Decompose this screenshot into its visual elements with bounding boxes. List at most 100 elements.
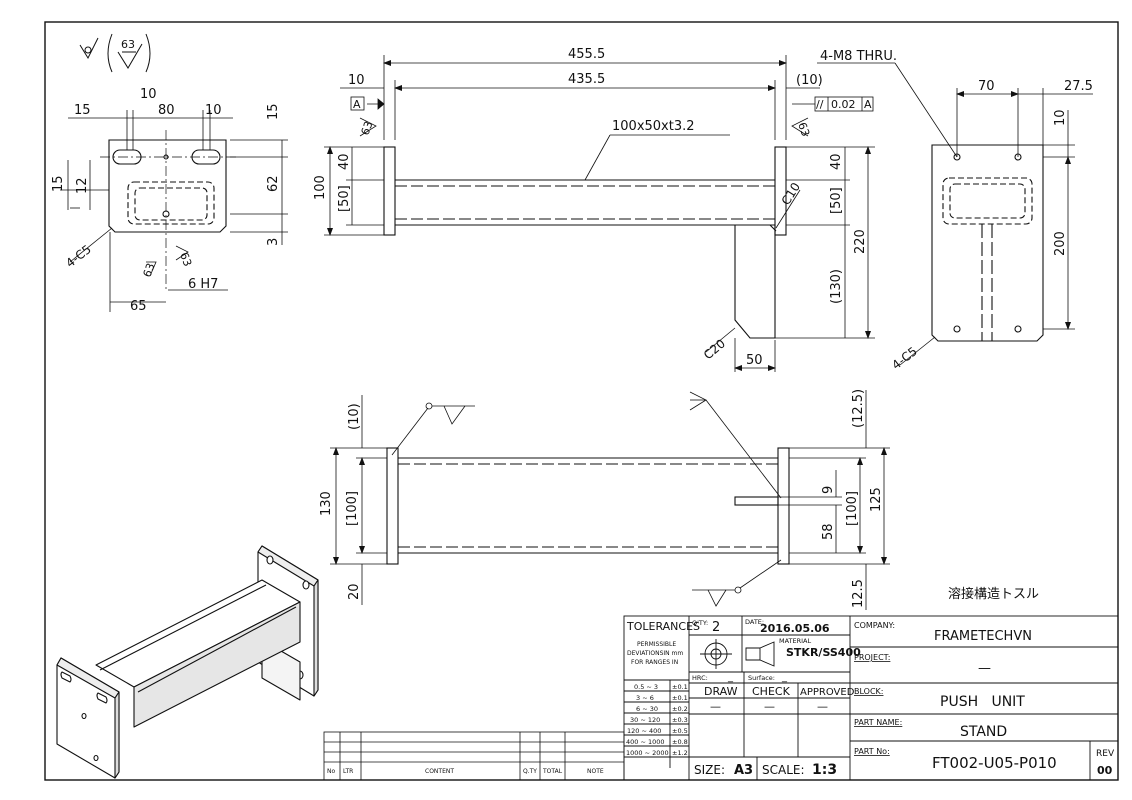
top-dim-130: 130: [319, 491, 334, 516]
tolerances-title: TOLERANCES: [626, 620, 700, 633]
side-dim-50-bottom: 50: [746, 353, 763, 368]
qty-label: Q'TY:: [692, 619, 708, 627]
front-dim-65: 65: [130, 299, 147, 314]
revision-table: [323, 731, 625, 781]
rev-header-ltr: LTR: [343, 768, 353, 775]
front-view-dimensions: [60, 110, 288, 312]
tol-value-4: ±0.3: [672, 716, 688, 724]
side-c10: C10: [779, 180, 803, 207]
scale-label: SCALE:: [762, 763, 805, 777]
parallel-tolerance: 0.02: [831, 98, 856, 111]
project-label: PROJECT:: [854, 653, 890, 662]
hrc-value: _: [727, 672, 734, 683]
title-block-grid: [623, 615, 1119, 781]
front-weld-63-b: 63: [177, 251, 194, 269]
surface-finish-value: 63: [121, 38, 135, 51]
check-label: CHECK: [752, 685, 791, 698]
parallel-symbol: //: [816, 98, 824, 111]
front-hole-spec: 6 H7: [188, 277, 218, 292]
side-dim-50-right: [50]: [829, 187, 844, 214]
check-value: —: [764, 700, 775, 713]
block-value: PUSH UNIT: [940, 694, 1025, 710]
top-dim-125: 125: [869, 487, 884, 512]
tol-value-6: ±0.8: [672, 738, 688, 746]
front-dim-80: 80: [158, 103, 175, 118]
front-weld-63: 63: [141, 261, 158, 279]
company-label: COMPANY:: [854, 621, 895, 630]
tol-range-6: 400 ~ 1000: [626, 738, 665, 746]
surface-finish-symbol: [79, 33, 151, 73]
tube-spec: 100x50xt3.2: [612, 119, 695, 134]
draw-value: —: [710, 700, 721, 713]
end-holes: 4-M8 THRU.: [820, 49, 897, 64]
tol-range-5: 120 ~ 400: [627, 727, 661, 735]
tolerances-desc-1: PERMISSIBLE: [637, 641, 676, 648]
surface-value: _: [781, 672, 788, 683]
top-dim-12-5-top: (12.5): [851, 389, 866, 428]
isometric-view: [56, 545, 319, 779]
side-dim-inner: 435.5: [568, 72, 605, 87]
hrc-label: HRC:: [692, 674, 708, 682]
size-value: A3: [734, 763, 753, 778]
rev-header-no: No: [327, 768, 335, 775]
weld-note: 溶接構造トスル: [948, 586, 1039, 602]
scale-value: 1:3: [812, 762, 837, 778]
side-dim-overall: 455.5: [568, 47, 605, 62]
part-no-label: PART No:: [854, 747, 890, 756]
tolerances-desc-3: FOR RANGES IN: [631, 659, 678, 666]
end-chamfer: 4-C5: [889, 344, 920, 372]
block-label: BLOCK:: [854, 687, 883, 696]
end-dim-27-5: 27.5: [1064, 79, 1093, 94]
tol-range-4: 30 ~ 120: [630, 716, 660, 724]
side-dim-40-right: 40: [829, 153, 844, 170]
top-dim-58: 58: [821, 523, 836, 540]
tol-range-7: 1000 ~ 2000: [626, 749, 669, 757]
part-no-value: FT002-U05-P010: [932, 754, 1057, 772]
front-view: [100, 130, 236, 290]
material-value: STKR/SS400: [786, 646, 861, 659]
tol-value-7: ±1.2: [672, 749, 688, 757]
front-dim-12: 12: [75, 177, 90, 194]
side-dim-130: (130): [829, 269, 844, 304]
datum-letter: A: [353, 98, 361, 111]
surface-label: Surface:: [748, 674, 775, 682]
top-dim-100-right: [100]: [845, 491, 860, 526]
tol-range-3: 6 ~ 30: [636, 705, 658, 713]
side-view-dimensions: [324, 55, 875, 372]
tol-range-1: 0.5 ~ 3: [634, 683, 658, 691]
front-dim-10-right: 10: [205, 103, 222, 118]
rev-header-total: TOTAL: [542, 768, 563, 775]
front-dim-15-right: 15: [266, 103, 281, 120]
top-dim-9: 9: [821, 486, 836, 494]
front-dim-3: 3: [266, 238, 281, 246]
front-dim-62: 62: [266, 175, 281, 192]
side-c20: C20: [701, 336, 728, 362]
side-weld-right: 63: [795, 121, 812, 139]
tol-value-5: ±0.5: [672, 727, 688, 735]
top-dim-100: [100]: [345, 491, 360, 526]
rev-label: REV: [1096, 749, 1115, 759]
side-dim-10: 10: [348, 73, 365, 88]
end-view-dimensions: [817, 62, 1093, 366]
material-label: MATERIAL: [779, 637, 812, 645]
tol-range-2: 3 ~ 6: [636, 694, 654, 702]
rev-header-qty: Q.TY: [523, 768, 537, 775]
side-dim-100: 100: [313, 175, 328, 200]
datum-box: [350, 96, 365, 111]
approved-label: APPROVED: [800, 687, 855, 698]
rev-header-content: CONTENT: [425, 768, 454, 775]
end-dim-70: 70: [978, 79, 995, 94]
size-label: SIZE:: [694, 763, 725, 777]
side-weld-left: 63: [359, 119, 376, 137]
draw-label: DRAW: [704, 685, 738, 698]
top-view: [386, 447, 790, 565]
top-dim-20: 20: [347, 583, 362, 600]
end-dim-200: 200: [1053, 231, 1068, 256]
part-name-label: PART NAME:: [854, 718, 902, 727]
date-value: 2016.05.06: [760, 622, 830, 635]
project-value: —: [978, 661, 991, 676]
top-dim-10-ref: (10): [347, 403, 362, 430]
side-dim-50-left: [50]: [337, 185, 352, 212]
front-dim-15-left: 15: [51, 175, 66, 192]
